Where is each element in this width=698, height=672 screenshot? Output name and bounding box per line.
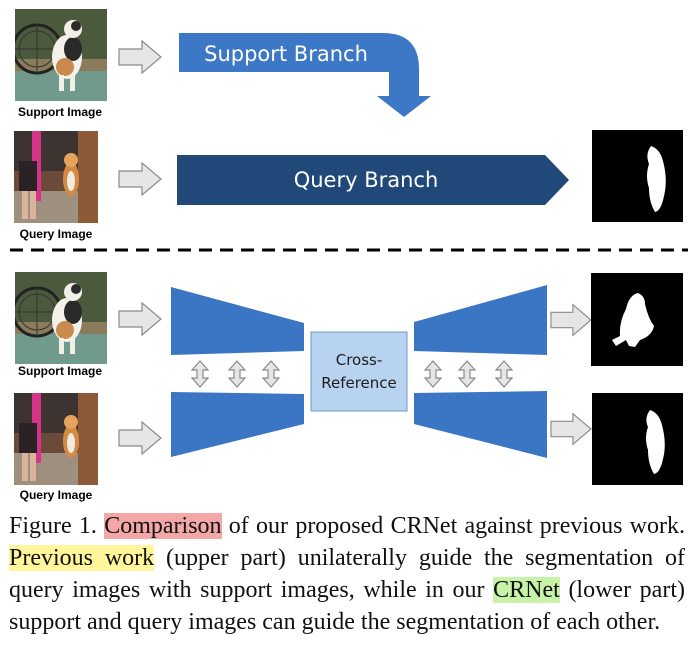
- support-image-label-bottom: Support Image: [18, 364, 102, 378]
- caption-highlight-previous-work: Previous work: [9, 545, 155, 571]
- double-arrow-icon: [228, 360, 246, 388]
- cross-reference-block: [310, 331, 408, 412]
- query-image-top: [14, 131, 98, 223]
- caption-highlight-comparison: Comparison: [104, 513, 222, 539]
- query-mask-top: [592, 130, 683, 222]
- comparison-figure: Support Image Support Branch Query Image…: [10, 9, 688, 502]
- query-branch-label: Query Branch: [294, 168, 439, 192]
- query-image-label-top: Query Image: [20, 227, 93, 241]
- query-image-bottom: [14, 393, 98, 485]
- support-branch-label: Support Branch: [204, 42, 368, 66]
- support-image-top: [15, 9, 107, 101]
- query-branch-arrow: [177, 155, 569, 205]
- support-image-label-top: Support Image: [18, 105, 102, 119]
- query-mask-bottom: [592, 393, 683, 485]
- cross-reference-label-line1: Cross-: [336, 351, 383, 369]
- arrow-right-icon: [118, 162, 162, 196]
- arrow-right-icon: [118, 421, 162, 455]
- query-decoder: [414, 391, 547, 458]
- support-encoder: [171, 287, 304, 355]
- arrow-right-icon: [118, 40, 162, 74]
- caption-highlight-crnet: CRNet: [493, 577, 560, 603]
- cross-reference-label-line2: Reference: [321, 374, 397, 392]
- arrow-right-icon: [550, 304, 592, 336]
- support-branch-arrow: [179, 33, 431, 117]
- figure-caption: Figure 1. Comparison of our proposed CRN…: [9, 510, 685, 638]
- support-image-bottom: [15, 272, 107, 364]
- support-decoder: [414, 285, 547, 355]
- caption-text-2: (upper part) unilaterally guide the segm…: [9, 545, 685, 603]
- arrow-right-icon: [550, 413, 592, 445]
- support-mask-bottom: [591, 273, 683, 366]
- caption-text-1: of our proposed CRNet against previous w…: [221, 513, 685, 539]
- query-encoder: [171, 392, 304, 457]
- query-image-label-bottom: Query Image: [20, 488, 93, 502]
- caption-prefix: Figure 1.: [9, 513, 105, 539]
- double-arrow-icon: [191, 360, 209, 388]
- arrow-right-icon: [118, 302, 162, 336]
- double-arrow-icon: [424, 360, 442, 388]
- double-arrow-icon: [458, 360, 476, 388]
- double-arrow-icon: [262, 360, 280, 388]
- caption-text-3: (lower part) support and query images ca…: [9, 577, 685, 635]
- double-arrow-icon: [495, 360, 513, 388]
